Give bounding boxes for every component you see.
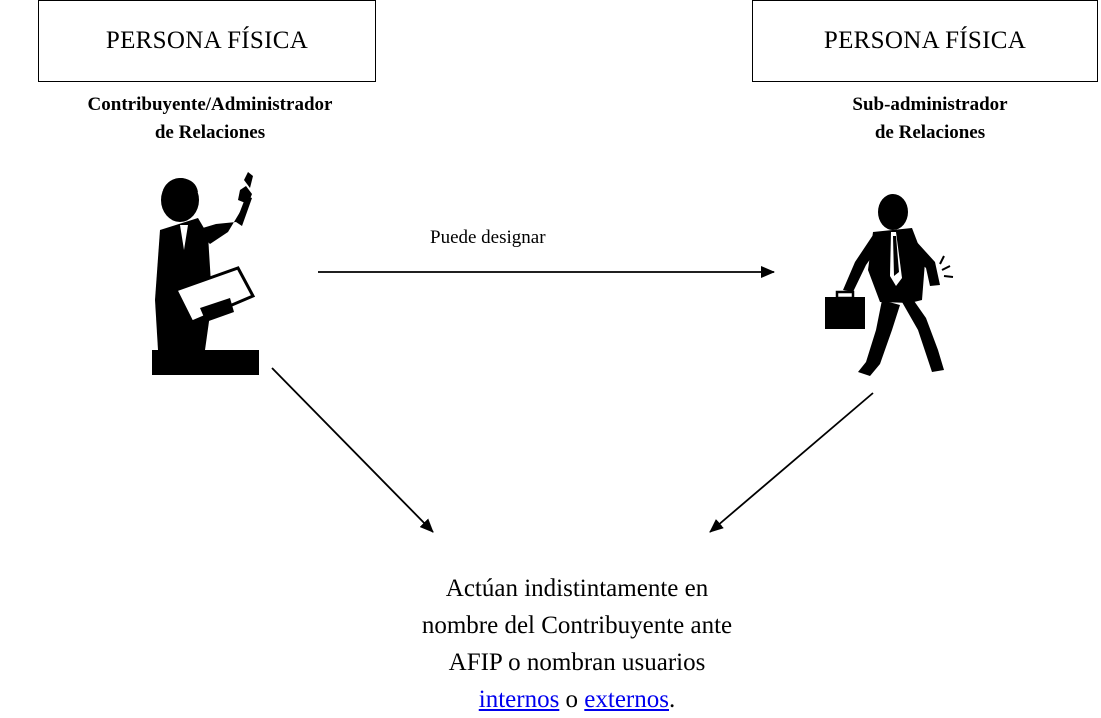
outcome-text: Actúan indistintamente en nombre del Con… [340, 570, 814, 718]
link-internos[interactable]: internos [478, 686, 560, 713]
outcome-line2: nombre del Contribuyente ante [421, 612, 733, 639]
right-entity-box: PERSONA FÍSICA [752, 0, 1098, 82]
businessman-walking-briefcase-icon [825, 194, 954, 376]
left-entity-box-label: PERSONA FÍSICA [105, 27, 309, 54]
left-role-line1: Contribuyente/Administrador [87, 94, 333, 115]
right-role-line1: Sub-administrador [852, 94, 1008, 115]
outcome-line3: AFIP o nombran usuarios [448, 649, 706, 676]
businessman-pointing-icon [152, 172, 259, 375]
outcome-line1: Actúan indistintamente en [445, 575, 709, 602]
arrow-right-to-outcome [709, 392, 874, 533]
outcome-connector: o [559, 686, 585, 713]
left-role-line2: de Relaciones [154, 122, 266, 143]
outcome-suffix: . [669, 686, 676, 713]
right-role-line2: de Relaciones [874, 122, 986, 143]
right-entity-box-label: PERSONA FÍSICA [823, 27, 1027, 54]
arrow-left-to-outcome [271, 367, 434, 533]
relation-label: Puede designar [430, 227, 546, 248]
outcome-line4: internos o externos. [340, 681, 814, 718]
right-role-label: Sub-administrador de Relaciones [770, 91, 1090, 147]
link-externos[interactable]: externos [584, 686, 669, 713]
left-role-label: Contribuyente/Administrador de Relacione… [28, 91, 392, 147]
left-entity-box: PERSONA FÍSICA [38, 0, 376, 82]
